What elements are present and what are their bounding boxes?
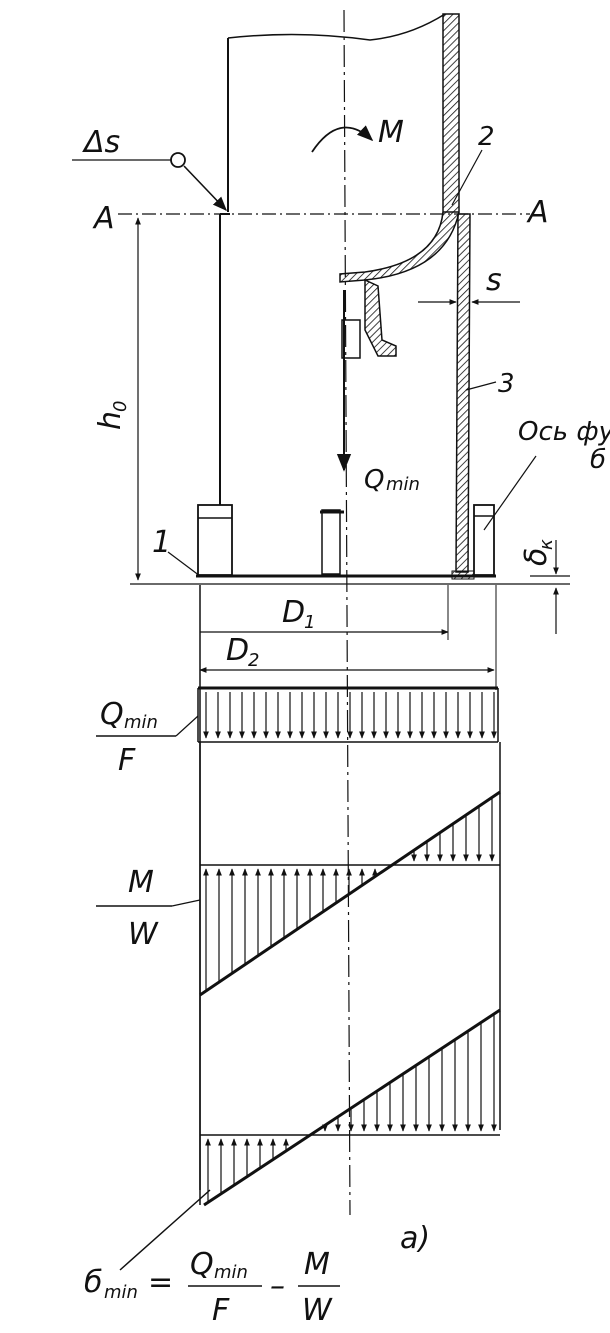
section-label-right: A <box>526 195 549 230</box>
svg-text:h: h <box>93 411 128 430</box>
panel-letter: а) <box>400 1221 430 1256</box>
q-min-label: Q <box>364 465 384 495</box>
ds-point-marker <box>170 152 186 168</box>
q-min-sub: min <box>386 474 420 495</box>
bending-stress-diagram <box>199 742 501 1130</box>
svg-text:M: M <box>128 865 154 900</box>
svg-text:min: min <box>104 1282 138 1303</box>
d2-label: D <box>226 633 249 668</box>
part-1-label: 1 <box>152 525 171 560</box>
foundation-axis-leader <box>483 455 537 531</box>
uniform-stress-arrows <box>203 692 497 739</box>
svg-text:δ: δ <box>519 548 554 566</box>
thickness-label: s <box>486 263 502 298</box>
anchor-bolt-left <box>197 504 233 576</box>
support-bracket <box>364 278 397 357</box>
skirt-right-wall <box>455 213 471 573</box>
column-drawing <box>118 13 570 585</box>
svg-text:W: W <box>128 917 159 952</box>
d1-sub: 1 <box>304 612 315 633</box>
svg-text:min: min <box>124 712 158 733</box>
svg-text:–: – <box>270 1269 285 1304</box>
svg-text:0: 0 <box>110 401 131 412</box>
bracket-plate <box>341 319 361 359</box>
sigma-min-formula: б min = Q min F – M W <box>84 1247 340 1328</box>
svg-text:min: min <box>214 1262 248 1283</box>
svg-text:к: к <box>536 539 557 550</box>
svg-text:б: б <box>84 1265 103 1300</box>
moment-arrow <box>311 125 374 153</box>
svg-text:Q: Q <box>100 697 124 732</box>
bending-stress-arrows <box>203 797 495 991</box>
d1-label: D <box>282 595 305 630</box>
svg-text:W: W <box>302 1293 333 1328</box>
part-3-leader <box>465 381 497 391</box>
part-2-label: 2 <box>478 122 495 152</box>
base-plate-weld <box>451 570 475 580</box>
d2-sub: 2 <box>248 650 259 671</box>
section-label-left: A <box>92 201 115 236</box>
sigma-min-leader <box>119 1189 211 1271</box>
anchor-bolt-center <box>321 509 341 575</box>
upper-column-top-edge <box>227 13 446 41</box>
svg-text:F: F <box>212 1293 230 1328</box>
part-3-label: 3 <box>498 369 515 399</box>
vessel-bottom <box>339 211 460 283</box>
vessel-shell-wall <box>442 13 460 213</box>
ds-label: Δs <box>82 125 120 160</box>
moment-label: M <box>378 115 404 150</box>
svg-text:Q: Q <box>190 1247 214 1282</box>
q-over-f-formula: Q min F <box>96 697 199 778</box>
foundation-axis-note-2: б <box>590 445 606 475</box>
center-axis <box>343 9 351 1216</box>
m-over-w-formula: M W <box>96 865 201 952</box>
svg-text:F: F <box>118 743 136 778</box>
uniform-stress-diagram <box>197 686 499 743</box>
delta-k-label: δ к <box>519 539 557 566</box>
resulting-stress-diagram <box>199 1000 501 1207</box>
resulting-stress-arrows <box>205 1013 497 1203</box>
part-2-leader <box>451 149 483 206</box>
svg-text:=: = <box>148 1265 173 1300</box>
part-1-leader <box>167 551 201 577</box>
svg-text:M: M <box>304 1247 330 1282</box>
h0-label: h 0 <box>93 401 131 430</box>
ds-arrow <box>183 165 227 212</box>
foundation-axis-note: Ось фу <box>518 417 610 447</box>
